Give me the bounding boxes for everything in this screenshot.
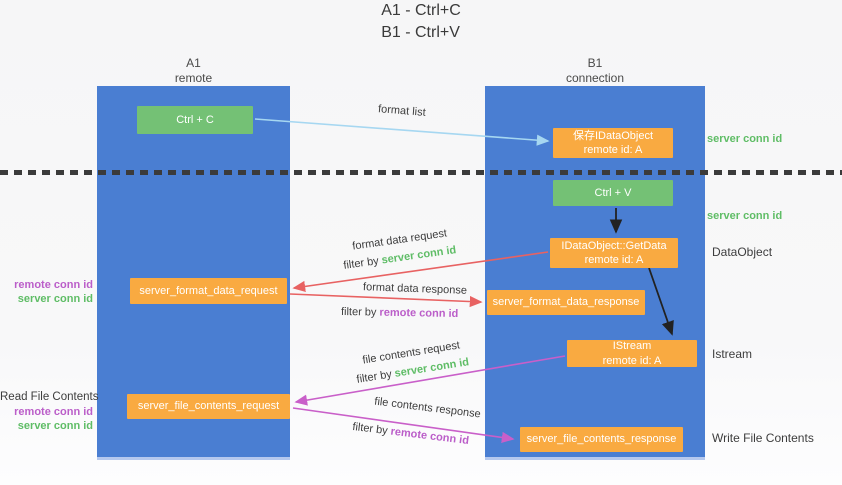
format-data-response-filter-key: remote conn id (379, 306, 459, 321)
server-conn-id-label-mid: server conn id (707, 210, 783, 222)
node-istream: IStream remote id: A (567, 340, 697, 367)
server-conn-id-label-top: server conn id (707, 133, 783, 145)
node-idataobject-getdata-line1: IDataObject::GetData (561, 239, 667, 252)
lifeline-a-header: A1 remote (97, 56, 290, 86)
istream-label: Istream (712, 347, 753, 361)
file-contents-request-filter-prefix: filter by (355, 368, 393, 386)
server-conn-id-label-2: server conn id (17, 420, 93, 433)
node-server-format-data-request: server_format_data_request (130, 278, 287, 304)
file-contents-response-label: file contents response (373, 395, 482, 421)
write-file-contents-label: Write File Contents (712, 431, 814, 445)
remote-conn-id-label-1: remote conn id (14, 279, 93, 291)
format-data-request-filter-key: server conn id (380, 244, 457, 267)
file-contents-response-filter-key: remote conn id (389, 425, 470, 448)
remote-conn-id-label-2: remote conn id (14, 405, 93, 418)
lifeline-a-subtitle: remote (174, 71, 213, 85)
format-data-response-label: format data response (362, 281, 468, 297)
node-server-file-contents-request-label: server_file_contents_request (137, 400, 280, 413)
server-conn-id-label-1: server conn id (17, 293, 93, 306)
file-contents-response-filter-prefix: filter by (351, 420, 389, 438)
left-conn-id-group-1: remote conn id server conn id (0, 278, 93, 307)
node-istream-line1: IStream (612, 340, 652, 353)
diagram-title: A1 - Ctrl+C B1 - Ctrl+V (0, 0, 842, 43)
left-conn-id-group-2: Read File Contents remote conn id server… (0, 390, 99, 434)
node-idataobject-getdata: IDataObject::GetData remote id: A (550, 238, 678, 268)
node-save-idataobject: 保存IDataObject remote id: A (553, 128, 673, 158)
title-line-ctrl-c: A1 - Ctrl+C (381, 2, 461, 19)
node-ctrl-c: Ctrl + C (137, 106, 253, 134)
node-ctrl-c-label: Ctrl + C (176, 113, 214, 126)
node-save-idataobject-line2: remote id: A (583, 144, 643, 156)
node-server-file-contents-request: server_file_contents_request (127, 394, 290, 419)
node-server-file-contents-response: server_file_contents_response (520, 427, 683, 452)
node-server-file-contents-response-label: server_file_contents_response (526, 433, 677, 446)
session-divider-dotted-line (0, 170, 842, 175)
node-istream-line2: remote id: A (602, 354, 662, 367)
format-list-label: format list (377, 103, 427, 119)
node-save-idataobject-line1: 保存IDataObject (572, 129, 654, 142)
read-file-contents-label: Read File Contents (0, 391, 99, 403)
node-ctrl-v-label: Ctrl + V (594, 186, 632, 199)
lifeline-b-name: B1 (587, 56, 603, 70)
node-server-format-data-response: server_format_data_response (487, 290, 645, 315)
node-server-format-data-response-label: server_format_data_response (492, 296, 640, 309)
format-data-response-filter-prefix: filter by (340, 305, 377, 319)
lifeline-b-header: B1 connection (485, 56, 705, 86)
node-idataobject-getdata-line2: remote id: A (584, 254, 644, 266)
dataobject-label: DataObject (712, 245, 773, 259)
format-data-request-filter-prefix: filter by (342, 255, 380, 272)
lifeline-b-subtitle: connection (565, 71, 625, 85)
node-server-format-data-request-label: server_format_data_request (139, 284, 278, 297)
lifeline-a-name: A1 (186, 56, 201, 70)
node-ctrl-v: Ctrl + V (553, 180, 673, 206)
title-line-ctrl-v: B1 - Ctrl+V (381, 23, 460, 41)
